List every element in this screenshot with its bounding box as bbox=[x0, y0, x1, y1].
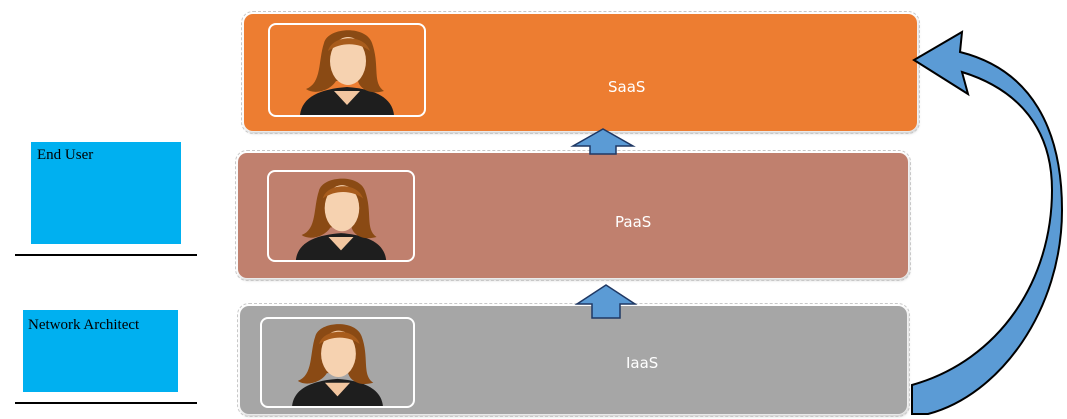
layer-paas: PaaS bbox=[235, 150, 911, 281]
role-label-network-architect: Network Architect bbox=[28, 317, 140, 333]
role-label-end-user: End User bbox=[37, 147, 94, 163]
layer-iaas: IaaS bbox=[237, 303, 910, 417]
layer-label-saas: SaaS bbox=[608, 78, 646, 96]
up-arrow-icon bbox=[574, 284, 638, 319]
user-avatar-icon bbox=[268, 23, 426, 117]
user-avatar-icon bbox=[267, 170, 415, 262]
divider-line bbox=[15, 254, 197, 256]
layer-saas: SaaS bbox=[241, 11, 920, 134]
up-arrow-icon bbox=[570, 128, 636, 155]
user-avatar-icon bbox=[260, 317, 415, 408]
layer-label-paas: PaaS bbox=[615, 213, 652, 231]
curved-arrow-icon bbox=[911, 30, 1064, 415]
layer-label-iaas: IaaS bbox=[626, 354, 659, 372]
divider-line bbox=[15, 402, 197, 404]
role-box-network-architect: Network Architect bbox=[23, 310, 178, 392]
role-box-end-user: End User bbox=[31, 142, 181, 244]
